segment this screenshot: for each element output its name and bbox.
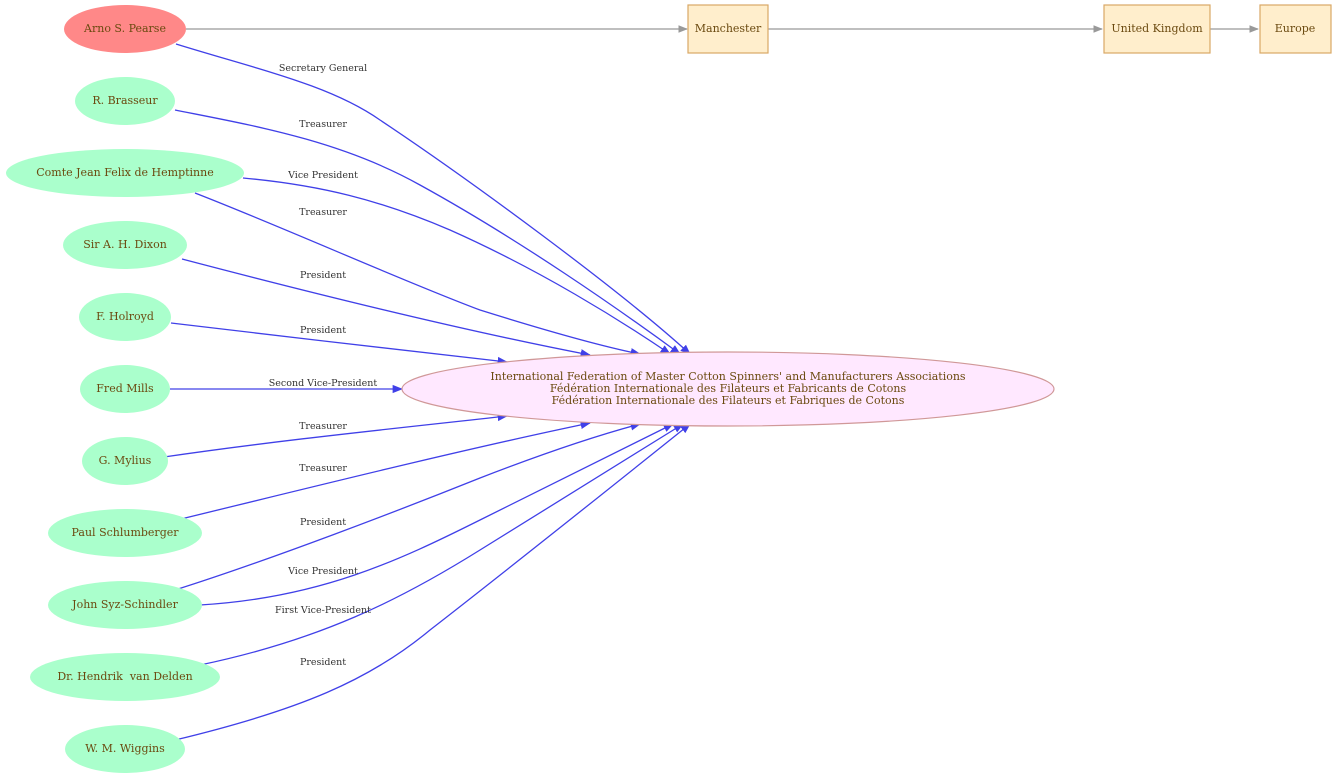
place-node-united-kingdom[interactable]: United Kingdom <box>1103 4 1211 54</box>
place-nodes: Manchester United Kingdom Europe <box>687 4 1332 54</box>
place-label: Europe <box>1275 22 1316 35</box>
person-node-mylius[interactable]: G. Mylius <box>82 437 168 485</box>
edge-label-vandelden-firstvp: First Vice-President <box>275 605 371 616</box>
organization-node[interactable]: International Federation of Master Cotto… <box>401 351 1055 427</box>
edge-hemptinne-treasurer <box>194 192 642 357</box>
edge-labels: Secretary General Treasurer Vice Preside… <box>269 63 378 668</box>
edge-label-holroyd-president: President <box>300 325 346 336</box>
edge-label-brasseur-treasurer: Treasurer <box>299 119 347 130</box>
person-label: Dr. Hendrik van Delden <box>57 670 192 683</box>
edge-label-mills-secondvp: Second Vice-President <box>269 378 378 389</box>
edge-vandelden-firstvp <box>199 423 684 666</box>
person-label: John Syz-Schindler <box>71 598 178 611</box>
edge-label-syz-president: President <box>300 517 346 528</box>
edge-label-schlumberger-treasurer: Treasurer <box>299 463 347 474</box>
edge-pearse-secretary <box>175 43 691 355</box>
person-node-hemptinne[interactable]: Comte Jean Felix de Hemptinne <box>6 149 244 197</box>
edge-dixon-president <box>181 258 592 358</box>
edge-label-hemptinne-vicepresident: Vice President <box>287 170 358 181</box>
edge-label-hemptinne-treasurer: Treasurer <box>299 207 347 218</box>
person-node-dixon[interactable]: Sir A. H. Dixon <box>63 221 187 269</box>
person-node-schlumberger[interactable]: Paul Schlumberger <box>48 509 202 557</box>
edge-label-syz-vicepresident: Vice President <box>287 566 358 577</box>
organization-name-english: International Federation of Master Cotto… <box>490 370 966 383</box>
person-node-mills[interactable]: Fred Mills <box>80 365 170 413</box>
edge-label-secretary-general: Secretary General <box>279 63 367 74</box>
person-node-arno-pearse[interactable]: Arno S. Pearse <box>64 5 186 53</box>
person-label: G. Mylius <box>99 454 152 467</box>
person-label: Comte Jean Felix de Hemptinne <box>36 166 213 179</box>
organization-name-french-2: Fédération Internationale des Filateurs … <box>552 394 905 407</box>
place-node-manchester[interactable]: Manchester <box>687 4 769 54</box>
person-label: Sir A. H. Dixon <box>83 238 167 251</box>
edge-mylius-treasurer <box>163 412 509 458</box>
role-edges <box>163 43 691 741</box>
person-label: R. Brasseur <box>92 94 158 107</box>
edge-syz-vicepresident <box>199 423 674 606</box>
edge-holroyd-president <box>170 322 509 366</box>
person-nodes: Arno S. Pearse R. Brasseur Comte Jean Fe… <box>6 5 244 773</box>
person-label: Paul Schlumberger <box>72 526 180 539</box>
edge-label-wiggins-president: President <box>300 657 346 668</box>
person-node-syz-schindler[interactable]: John Syz-Schindler <box>48 581 202 629</box>
edge-brasseur-treasurer <box>174 109 681 355</box>
edge-wiggins-president <box>174 423 691 741</box>
edge-syz-president <box>174 422 642 591</box>
organization-name-french-1: Fédération Internationale des Filateurs … <box>550 382 907 395</box>
person-node-holroyd[interactable]: F. Holroyd <box>79 293 171 341</box>
place-node-europe[interactable]: Europe <box>1259 4 1332 54</box>
person-label: F. Holroyd <box>96 310 154 323</box>
person-node-wiggins[interactable]: W. M. Wiggins <box>65 725 185 773</box>
edge-label-dixon-president: President <box>300 270 346 281</box>
person-label: Fred Mills <box>96 382 154 395</box>
place-label: United Kingdom <box>1111 22 1203 35</box>
edge-hemptinne-vicepresident <box>242 177 671 355</box>
person-node-r-brasseur[interactable]: R. Brasseur <box>75 77 175 125</box>
place-label: Manchester <box>695 22 762 35</box>
edge-schlumberger-treasurer <box>180 420 592 520</box>
edge-label-mylius-treasurer: Treasurer <box>299 421 347 432</box>
person-label: W. M. Wiggins <box>85 742 165 755</box>
person-label: Arno S. Pearse <box>83 22 166 35</box>
person-node-van-delden[interactable]: Dr. Hendrik van Delden <box>30 653 220 701</box>
